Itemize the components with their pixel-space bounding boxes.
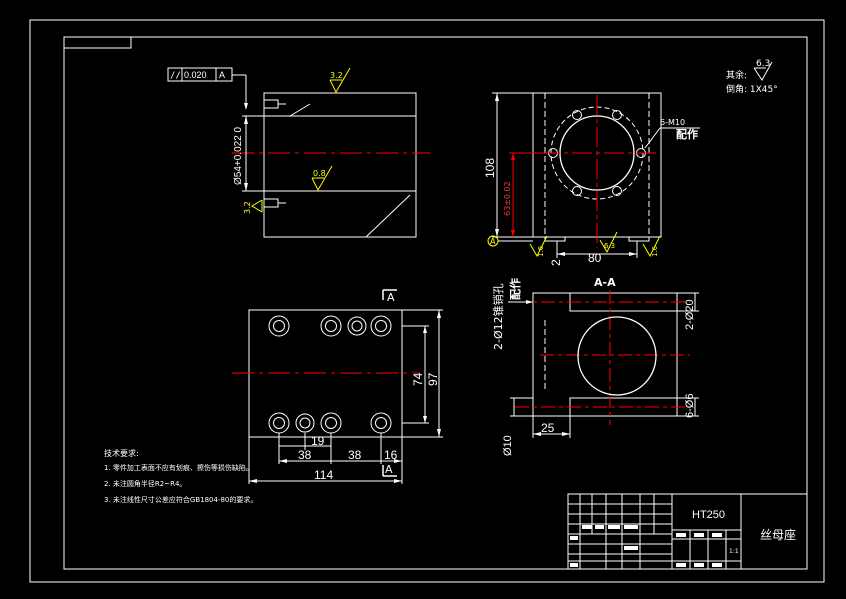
pin-label: 2-Ø12锥销孔 (491, 283, 505, 350)
tolerance-symbol: // (170, 71, 181, 81)
section-title: A-A (594, 276, 616, 289)
inner-border (63, 36, 808, 570)
tech-note-2: 2. 未注圆角半径R2~R4。 (104, 479, 186, 488)
tech-note-3: 3. 未注线性尺寸公差应符合GB1804-80的要求。 (104, 495, 257, 504)
side-view: 108 63±0.02 A 80 2 6-M10 配作 1.6 6.3 1.6 (483, 92, 700, 266)
scale-label: 1:1 (729, 548, 739, 555)
diameter-label: Ø54+0.022 0 (233, 126, 244, 185)
dim-97: 97 (426, 372, 440, 386)
corner-tag-box (63, 36, 132, 49)
roughness-note-value: 6.3 (756, 59, 770, 69)
dim-19: 19 (311, 434, 325, 448)
roughness-2: 6.3 (604, 242, 615, 250)
dim-10: Ø10 (502, 435, 514, 456)
roughness-top: 3.2 (330, 71, 343, 80)
roughness-note-prefix: 其余: (726, 69, 747, 81)
dim-38a: 38 (298, 448, 312, 462)
dim-20: 2-Ø20 (684, 299, 696, 330)
roughness-left: 3.2 (243, 201, 252, 214)
dim-74: 74 (411, 372, 425, 386)
tech-notes: 技术要求: 1. 零件加工表面不应有划痕、擦伤等损伤缺陷。 2. 未注圆角半径R… (104, 448, 257, 504)
dim-114: 114 (314, 468, 333, 482)
pin-match: 配作 (508, 278, 522, 300)
datum-label: A (490, 237, 496, 246)
part-name: 丝母座 (760, 527, 796, 542)
outer-border (29, 19, 825, 583)
thread-label: 6-M10 (660, 118, 685, 127)
bottom-dim: 2 (549, 259, 563, 266)
tolerance-datum: A (219, 70, 225, 80)
material-label: HT250 (692, 509, 725, 521)
section-view: A-A 2-Ø12锥销孔 配作 2-Ø20 6-Ø6 25 Ø10 (491, 276, 699, 456)
chamfer-note: 倒角: 1X45° (726, 83, 778, 95)
dim-38b: 38 (348, 448, 362, 462)
roughness-1: 1.6 (537, 245, 545, 257)
center-dim: 63±0.02 (503, 181, 512, 216)
dim-16: 16 (384, 448, 398, 462)
roughness-3: 1.6 (651, 245, 659, 257)
roughness-note: 其余: 6.3 倒角: 1X45° (726, 59, 778, 95)
title-block: HT250 丝母座 1:1 (567, 493, 808, 570)
height-dim: 108 (483, 158, 497, 178)
tech-note-1: 1. 零件加工表面不应有划痕、擦伤等损伤缺陷。 (104, 463, 253, 472)
section-mark-bottom: A (385, 463, 393, 476)
front-view: Ø54+0.022 0 // 0.020 A 3.2 0.8 3.2 (167, 67, 430, 238)
tolerance-value: 0.020 (184, 70, 207, 80)
top-view: A A 74 97 19 38 38 16 114 (232, 289, 443, 484)
dim-m6: 6-Ø6 (684, 394, 696, 418)
tech-notes-title: 技术要求: (104, 448, 139, 458)
match-label: 配作 (676, 127, 698, 141)
section-mark-top: A (387, 291, 395, 304)
roughness-mid: 0.8 (313, 169, 326, 178)
dim-25: 25 (541, 421, 555, 435)
width-dim: 80 (588, 251, 602, 265)
